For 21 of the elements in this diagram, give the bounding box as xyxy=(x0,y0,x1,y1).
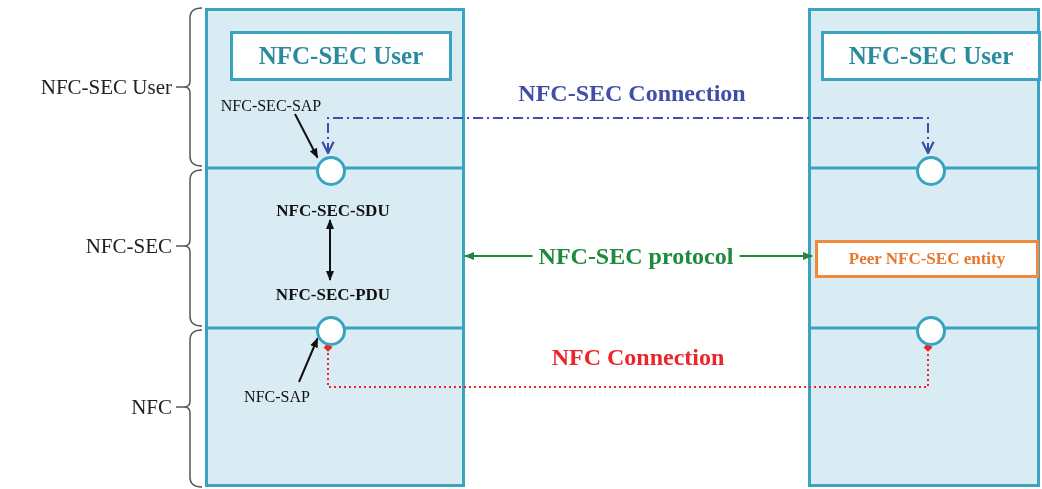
access-point-circle xyxy=(916,316,946,346)
layer-title-box: NFC-SEC User xyxy=(230,31,452,81)
layer-title-box: NFC-SEC User xyxy=(821,31,1041,81)
leader-arrow xyxy=(298,337,319,383)
data-unit-label: NFC-SEC-SDU xyxy=(253,199,413,223)
leader-arrow xyxy=(294,113,319,159)
access-point-circle xyxy=(316,156,346,186)
access-point-circle xyxy=(916,156,946,186)
entity-box: Peer NFC-SEC entity xyxy=(815,240,1039,278)
layer-name-label: NFC-SEC xyxy=(85,234,172,259)
protocol-stack-box xyxy=(205,8,465,487)
connection-line xyxy=(323,342,933,388)
double-arrow xyxy=(326,219,334,281)
access-point-label: NFC-SEC-SAP xyxy=(217,95,325,117)
access-point-circle xyxy=(316,316,346,346)
protocol-stack-box xyxy=(808,8,1040,487)
layer-name-label: NFC-SEC User xyxy=(40,75,172,100)
access-point-label: NFC-SAP xyxy=(227,385,327,409)
connection-arrow xyxy=(321,117,935,155)
layer-name-label: NFC xyxy=(131,395,172,420)
data-unit-label: NFC-SEC-PDU xyxy=(253,283,413,307)
